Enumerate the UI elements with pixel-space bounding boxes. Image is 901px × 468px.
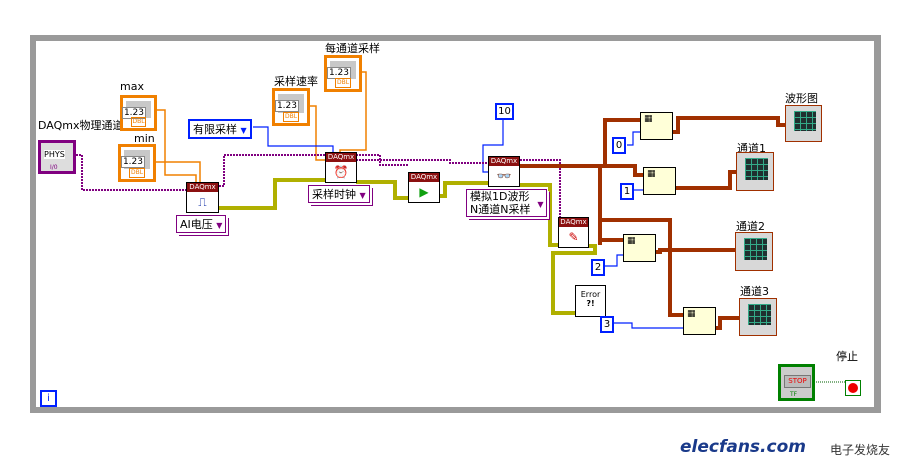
index-constant-1[interactable]: 1 <box>620 183 634 200</box>
watermark-site: elecfans.com <box>680 437 806 457</box>
int-wires <box>253 119 683 329</box>
error-icon: ?! <box>586 299 595 308</box>
vi-header: DAQmx <box>326 153 356 162</box>
index-array-2[interactable]: ▦ <box>623 234 656 262</box>
phys-channel-control[interactable]: PHYS I/0 <box>38 140 76 174</box>
stop-text: STOP <box>784 375 811 388</box>
tf-tag: TF <box>790 391 798 398</box>
iteration-terminal: i <box>40 390 57 407</box>
watermark-cn: 电子发烧友 <box>830 443 891 457</box>
max-label: max <box>120 80 144 93</box>
clock-icon: ⏰ <box>333 165 349 179</box>
daqmx-create-channel-vi[interactable]: DAQmx ⎍ <box>186 182 219 213</box>
index-array-0[interactable]: ▦ <box>640 112 673 140</box>
stop-label: 停止 <box>836 350 858 363</box>
sample-mode-enum[interactable]: 有限采样 ▼ <box>188 119 252 139</box>
dropdown-arrow-icon: ▼ <box>216 221 223 230</box>
array-icon: ▦ <box>687 309 696 319</box>
max-value: 1.23 <box>121 107 146 119</box>
play-icon: ▶ <box>419 185 429 199</box>
index-array-3[interactable]: ▦ <box>683 307 716 335</box>
error-text: Error <box>580 290 601 299</box>
index-constant-2[interactable]: 2 <box>591 259 605 276</box>
vi-header: DAQmx <box>559 218 588 227</box>
sample-mode-value: 有限采样 <box>193 123 237 136</box>
error-wires <box>219 178 597 315</box>
dropdown-arrow-icon: ▼ <box>537 200 544 209</box>
dbl-tag: DBL <box>129 168 145 178</box>
glasses-icon: 👓 <box>496 169 512 183</box>
index-array-1[interactable]: ▦ <box>643 167 676 195</box>
vi-header: DAQmx <box>409 173 439 182</box>
stop-if-true-icon <box>848 383 858 393</box>
loop-condition-terminal[interactable] <box>845 380 861 396</box>
while-loop[interactable] <box>30 35 881 413</box>
rate-label: 采样速率 <box>274 75 318 88</box>
array-icon: ▦ <box>627 236 636 246</box>
io-tag: I/0 <box>50 164 58 171</box>
ring-line1: 模拟1D波形 <box>470 190 530 203</box>
phys-channel-label: DAQmx物理通道 <box>38 119 124 132</box>
ch1-label: 通道1 <box>737 142 766 155</box>
index-constant-0[interactable]: 0 <box>612 137 626 154</box>
sample-clock-ring[interactable]: 采样时钟 ▼ <box>308 185 370 203</box>
dbl-wires <box>155 71 367 182</box>
vi-header: DAQmx <box>489 157 519 166</box>
ring-value: 采样时钟 <box>312 188 356 201</box>
daqmx-clear-vi[interactable]: DAQmx ✎ <box>558 217 589 248</box>
timeout-constant[interactable]: 10 <box>495 103 514 120</box>
channel3-graph-indicator[interactable] <box>739 298 777 336</box>
simple-error-handler-vi[interactable]: Error?! <box>575 285 606 317</box>
array-icon: ▦ <box>647 169 656 179</box>
ch2-label: 通道2 <box>736 220 765 233</box>
eraser-icon: ✎ <box>568 230 579 244</box>
waveform-wires <box>520 116 785 330</box>
dbl-tag: DBL <box>131 117 146 127</box>
min-label: min <box>134 132 155 145</box>
array-icon: ▦ <box>644 114 653 124</box>
pulse-icon: ⎍ <box>198 195 207 209</box>
dbl-tag: DBL <box>335 78 351 88</box>
vi-header: DAQmx <box>187 183 218 192</box>
daqmx-start-vi[interactable]: DAQmx ▶ <box>408 172 440 203</box>
rate-value: 1.23 <box>274 100 299 112</box>
phys-value: PHYS <box>44 150 65 159</box>
channel2-graph-indicator[interactable] <box>735 232 773 271</box>
ai-voltage-ring[interactable]: AI电压 ▼ <box>176 215 227 233</box>
ch3-label: 通道3 <box>740 285 769 298</box>
waveform-graph-indicator[interactable] <box>785 105 822 142</box>
graph-label: 波形图 <box>785 92 818 105</box>
dbl-tag: DBL <box>283 112 299 122</box>
dropdown-arrow-icon: ▼ <box>359 191 366 200</box>
dropdown-arrow-icon: ▼ <box>240 126 247 135</box>
task-wires <box>76 154 561 217</box>
daqmx-timing-vi[interactable]: DAQmx ⏰ <box>325 152 357 183</box>
daqmx-read-vi[interactable]: DAQmx 👓 <box>488 156 520 187</box>
stop-button[interactable]: STOP TF <box>778 364 815 401</box>
channel1-graph-indicator[interactable] <box>736 152 774 191</box>
samples-label: 每通道采样 <box>325 42 380 55</box>
min-value: 1.23 <box>120 156 145 168</box>
ring-line2: N通道N采样 <box>470 203 531 216</box>
index-constant-3[interactable]: 3 <box>600 316 614 333</box>
ring-value: AI电压 <box>180 218 213 231</box>
